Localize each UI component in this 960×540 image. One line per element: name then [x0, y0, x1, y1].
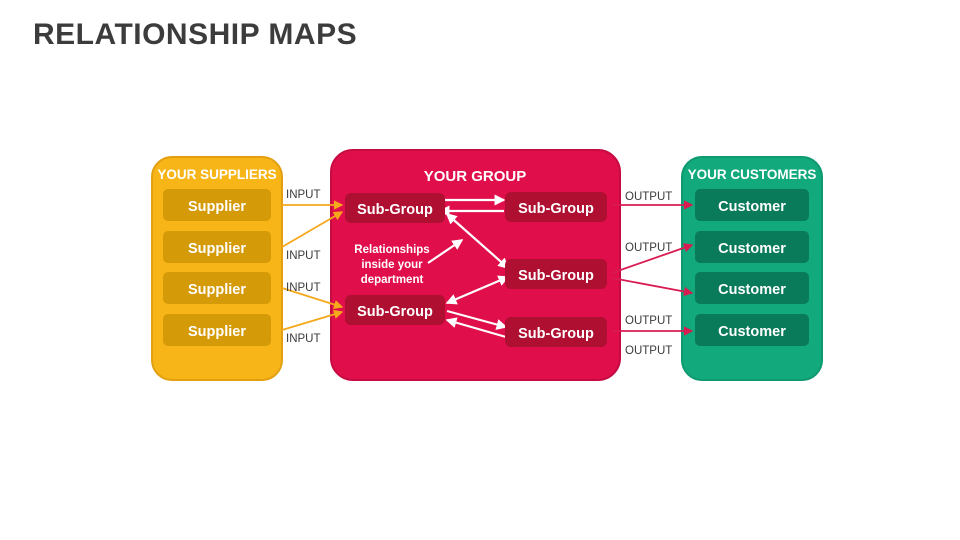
- subgroup-label: Sub-Group: [357, 202, 433, 218]
- supplier-box: [163, 272, 271, 304]
- customer-item-1[interactable]: Customer: [695, 189, 809, 221]
- subgroup-label: Sub-Group: [357, 304, 433, 320]
- output-label-3: OUTPUT: [625, 315, 672, 327]
- input-connectors: INPUT INPUT INPUT INPUT: [281, 189, 344, 345]
- customers-panel-title: YOUR CUSTOMERS: [688, 167, 817, 182]
- output-label-2: OUTPUT: [625, 242, 672, 254]
- customers-panel[interactable]: YOUR CUSTOMERS Customer Customer Custome…: [681, 156, 823, 381]
- note-line-2: inside your: [361, 259, 423, 271]
- supplier-label: Supplier: [188, 282, 246, 298]
- arrow-sgl2-to-sgb: [446, 309, 508, 330]
- supplier-label: Supplier: [188, 324, 246, 340]
- input-label-3: INPUT: [286, 282, 321, 294]
- supplier-item-4[interactable]: Supplier: [163, 314, 271, 346]
- supplier-label: Supplier: [188, 199, 246, 215]
- subgroup-item-3[interactable]: Sub-Group: [505, 259, 607, 289]
- output-label-1: OUTPUT: [625, 191, 672, 203]
- note-line-3: department: [361, 274, 424, 286]
- subgroup-box-bottom-right: [505, 317, 607, 347]
- supplier-item-1[interactable]: Supplier: [163, 189, 271, 221]
- arrow-sgl2-sg3: [445, 275, 510, 305]
- customer-box: [695, 314, 809, 346]
- subgroup-box: [505, 259, 607, 289]
- supplier-box: [163, 231, 271, 263]
- arrow-note-pointer: [427, 239, 464, 264]
- input-arrow-4: [281, 309, 344, 331]
- input-label-1: INPUT: [286, 189, 321, 201]
- arrow-sg1-sg3: [445, 212, 510, 270]
- supplier-label: Supplier: [188, 241, 246, 257]
- supplier-box: [163, 314, 271, 346]
- page-title: RELATIONSHIP MAPS: [33, 18, 358, 51]
- supplier-item-3[interactable]: Supplier: [163, 272, 271, 304]
- subgroup-item-1[interactable]: Sub-Group: [345, 193, 445, 223]
- subgroup-box: [505, 192, 607, 222]
- output-connectors: OUTPUT OUTPUT OUTPUT OUTPUT: [611, 191, 694, 357]
- subgroup-box: [345, 193, 445, 223]
- customer-box: [695, 189, 809, 221]
- customer-item-4[interactable]: Customer: [695, 314, 809, 346]
- input-label-2: INPUT: [286, 250, 321, 262]
- subgroup-label: Sub-Group: [518, 201, 594, 217]
- customer-box: [695, 272, 809, 304]
- customer-box: [695, 231, 809, 263]
- output-label-4: OUTPUT: [625, 345, 672, 357]
- customer-label: Customer: [718, 324, 786, 340]
- subgroup-item-5[interactable]: Sub-Group: [505, 317, 607, 347]
- note-line-1: Relationships: [354, 244, 429, 256]
- input-arrow-3: [281, 287, 344, 310]
- supplier-item-2[interactable]: Supplier: [163, 231, 271, 263]
- customer-label: Customer: [718, 241, 786, 257]
- input-arrow-2: [281, 211, 344, 248]
- customer-label: Customer: [718, 282, 786, 298]
- suppliers-panel[interactable]: YOUR SUPPLIERS Supplier Supplier Supplie…: [151, 156, 283, 381]
- customer-item-3[interactable]: Customer: [695, 272, 809, 304]
- output-arrow-3: [611, 277, 694, 297]
- subgroup-item-2[interactable]: Sub-Group: [505, 192, 607, 222]
- internal-relationship-note: Relationships inside your department: [354, 244, 429, 286]
- subgroup-box-lower-left: [345, 295, 445, 325]
- customer-label: Customer: [718, 199, 786, 215]
- customer-item-2[interactable]: Customer: [695, 231, 809, 263]
- suppliers-panel-title: YOUR SUPPLIERS: [157, 167, 276, 182]
- internal-relationship-arrows: [427, 194, 510, 339]
- group-panel[interactable]: YOUR GROUP Sub-Group: [330, 149, 621, 381]
- group-panel-title: YOUR GROUP: [424, 168, 527, 185]
- input-label-4: INPUT: [286, 333, 321, 345]
- subgroup-item-4[interactable]: Sub-Group: [345, 295, 445, 325]
- subgroup-label: Sub-Group: [518, 268, 594, 284]
- arrow-sgb-to-sgl2: [445, 317, 507, 339]
- output-arrow-2: [611, 243, 694, 274]
- subgroup-label: Sub-Group: [518, 326, 594, 342]
- supplier-box: [163, 189, 271, 221]
